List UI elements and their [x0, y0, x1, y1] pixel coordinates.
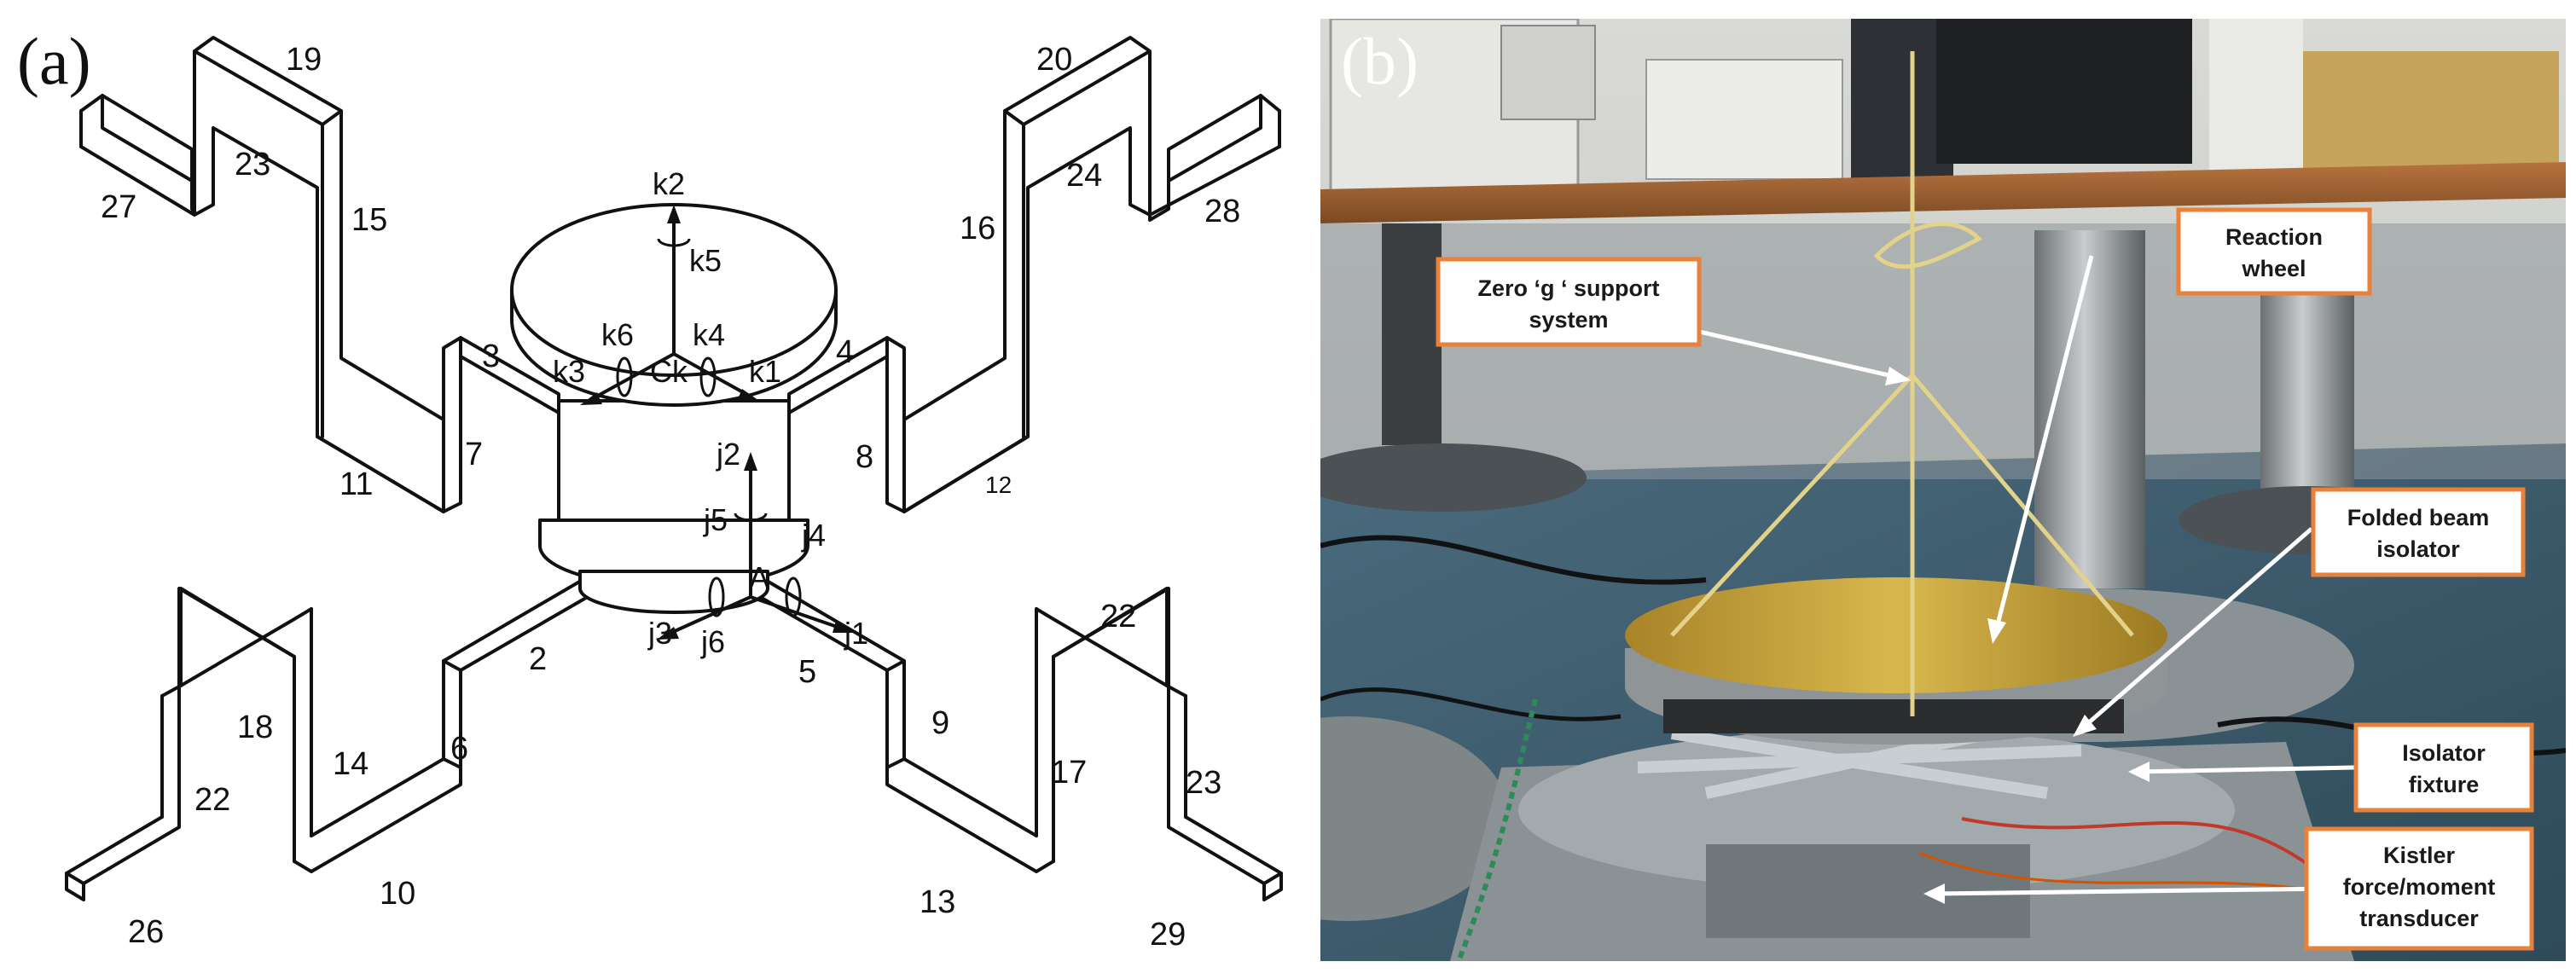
- axis-label: A: [749, 560, 769, 595]
- callout-isolator-fixture: Isolator fixture: [2353, 722, 2534, 813]
- beam-top-right: [787, 36, 1281, 513]
- panel-a-label: (a): [17, 24, 91, 98]
- svg-text:Folded beam: Folded beam: [2347, 505, 2490, 530]
- axis-label: k2: [653, 166, 685, 201]
- beam-number: 20: [1036, 42, 1072, 78]
- beam-number: 6: [450, 731, 468, 767]
- axis-label: j1: [844, 616, 868, 651]
- axis-label: j3: [647, 616, 672, 651]
- svg-text:system: system: [1529, 307, 1608, 333]
- beam-number: 18: [237, 710, 273, 745]
- axis-label: j4: [801, 518, 826, 553]
- axis-label: k4: [693, 317, 725, 352]
- beam-number: 14: [333, 746, 368, 782]
- beam-number: 23: [1186, 765, 1221, 801]
- beam-number: 2: [529, 641, 547, 677]
- callout-folded-beam: Folded beam isolator: [2311, 487, 2526, 577]
- beam-number: 11: [339, 466, 373, 502]
- beam-number: 28: [1204, 194, 1240, 229]
- axis-label: k3: [553, 354, 585, 389]
- axis-label: j6: [700, 624, 725, 659]
- svg-text:Reaction: Reaction: [2225, 224, 2323, 250]
- beam-number: 23: [235, 147, 270, 182]
- central-cylinder: [510, 203, 838, 614]
- beam-number: 3: [482, 339, 500, 374]
- beam-number: 9: [931, 705, 949, 741]
- beam-number: 8: [856, 439, 873, 475]
- callout-kistler: Kistler force/moment transducer: [2304, 826, 2534, 951]
- beam-number: 12: [985, 472, 1012, 498]
- beam-number: 5: [798, 654, 816, 690]
- panel-b: Zero ‘g ‘ support system Reaction wheel …: [1320, 19, 2566, 961]
- svg-text:isolator: isolator: [2376, 536, 2460, 562]
- svg-text:fixture: fixture: [2409, 772, 2480, 797]
- beam-number: 22: [1100, 599, 1136, 634]
- panel-b-label: (b): [1341, 24, 1419, 98]
- beam-number: 29: [1150, 917, 1186, 953]
- beam-bottom-right: [732, 570, 1283, 901]
- beam-top-left: [79, 36, 560, 513]
- beam-number: 26: [128, 914, 164, 950]
- beam-number: 19: [286, 42, 322, 78]
- svg-text:Kistler: Kistler: [2383, 843, 2456, 868]
- axis-label: k1: [749, 354, 781, 389]
- beam-number: 27: [101, 189, 136, 225]
- svg-text:wheel: wheel: [2241, 256, 2306, 281]
- beam-number: 15: [351, 202, 387, 238]
- axis-label: k5: [689, 243, 722, 278]
- beam-bottom-left: [65, 570, 616, 901]
- axis-label: k6: [601, 317, 634, 352]
- beam-number: 17: [1051, 755, 1087, 791]
- svg-text:Isolator: Isolator: [2402, 740, 2486, 766]
- axis-label: j5: [703, 502, 728, 537]
- beam-number: 4: [836, 334, 854, 370]
- beam-number: 10: [380, 876, 415, 912]
- j-frame-axes: [657, 452, 853, 640]
- beam-number: 22: [194, 782, 230, 818]
- beam-number: 7: [465, 437, 483, 472]
- panel-a: (a): [17, 24, 1283, 953]
- callout-reaction-wheel: Reaction wheel: [2176, 207, 2372, 296]
- svg-text:Zero ‘g ‘ support: Zero ‘g ‘ support: [1478, 275, 1660, 301]
- beam-number: 24: [1066, 158, 1102, 194]
- callout-zero-g: Zero ‘g ‘ support system: [1436, 257, 1702, 347]
- svg-text:force/moment: force/moment: [2343, 874, 2496, 900]
- axis-label: Ck: [650, 354, 688, 389]
- svg-text:transducer: transducer: [2359, 906, 2479, 931]
- k-frame-axes: [580, 205, 759, 405]
- beam-number: 16: [960, 211, 995, 246]
- axis-label: j2: [716, 437, 740, 472]
- beam-number: 13: [920, 884, 955, 920]
